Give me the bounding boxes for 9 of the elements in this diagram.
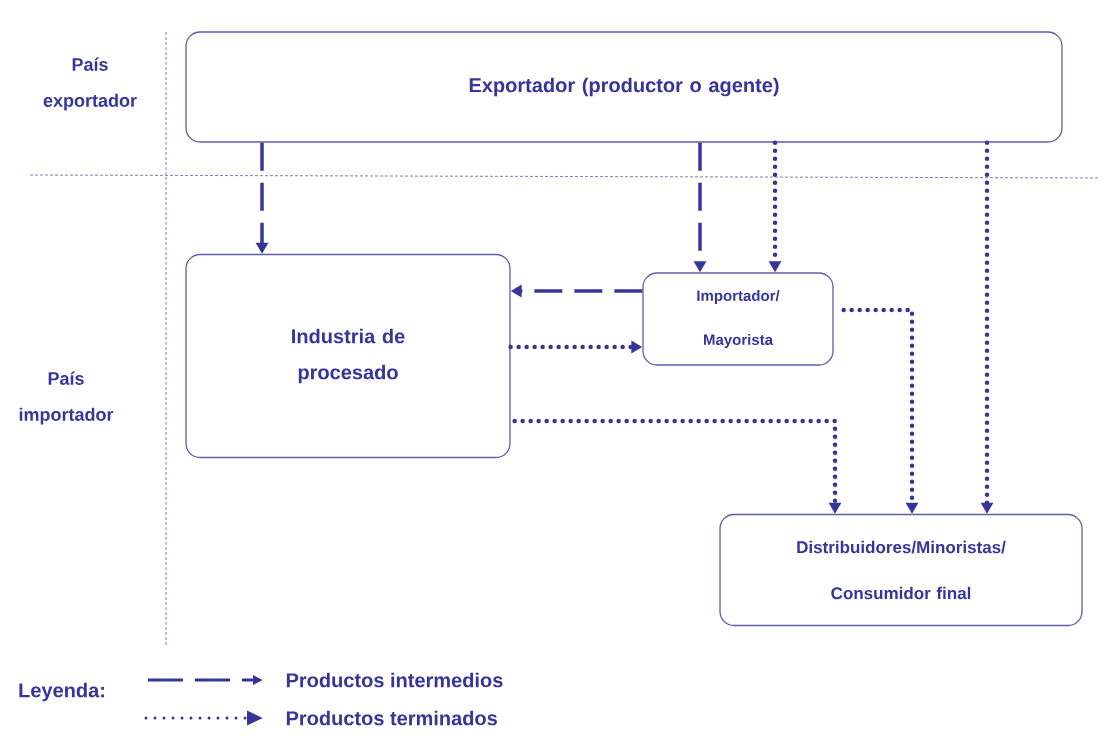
region-label: Leyenda:	[19, 682, 104, 702]
process-box: Exportador (productor o agente)	[185, 31, 1063, 143]
process-box: Industria de procesado	[185, 253, 511, 459]
legend-text: Productos intermedios	[286, 672, 503, 688]
legend-text: Productos terminados	[286, 710, 497, 726]
region-label: País exportador	[43, 57, 137, 111]
process-box: Importador/ Mayorista	[642, 272, 834, 366]
region-label: País importador	[19, 371, 114, 425]
process-box: Distribuidores/Minoristas/ Consumidor final	[719, 513, 1083, 627]
